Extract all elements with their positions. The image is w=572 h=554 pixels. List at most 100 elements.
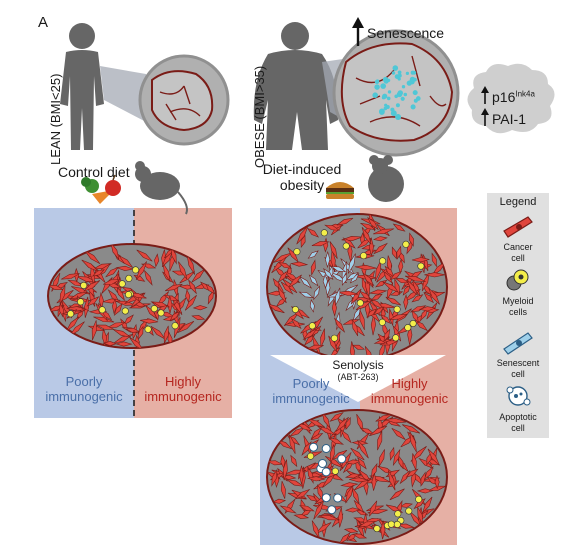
myeloid-cell <box>121 307 129 315</box>
cancer-cell <box>423 292 434 304</box>
senescence-label: Senescence <box>367 25 445 41</box>
legend-cancer-line1: Cancer <box>503 242 533 252</box>
diet-induced-label: Diet-induced obesity <box>262 162 342 192</box>
cancer-cell <box>140 318 159 324</box>
cancer-cell <box>188 279 197 295</box>
cancer-cell <box>409 431 417 453</box>
diet-induced-line2: obesity <box>279 177 325 193</box>
senescent-particle <box>394 94 399 99</box>
p16-base: p16 <box>492 89 516 105</box>
cancer-cell <box>411 309 419 324</box>
myeloid-cell <box>118 280 126 288</box>
highly-line1-right: Highly <box>391 376 428 391</box>
senescent-particle <box>397 77 401 81</box>
myeloid-cell <box>77 298 85 306</box>
cancer-cell <box>361 227 372 245</box>
myeloid-cell <box>98 306 106 314</box>
cancer-cell <box>310 259 316 276</box>
cancer-cell <box>320 328 326 348</box>
myeloid-cell <box>373 525 381 533</box>
cancer-cell <box>373 306 385 316</box>
cancer-cell <box>403 293 409 311</box>
myeloid-cell <box>331 467 339 475</box>
cancer-cell <box>406 279 418 296</box>
cancer-cell <box>277 270 289 283</box>
senescent-cell <box>317 269 330 279</box>
cancer-cell <box>277 262 293 269</box>
senolysis-label: Senolysis <box>332 358 384 372</box>
cancer-cell <box>371 473 377 491</box>
myeloid-cell <box>320 229 328 237</box>
p16-label: p16Ink4a <box>492 90 535 104</box>
cancer-cell <box>280 480 286 499</box>
legend-myeloid-line2: cells <box>508 306 527 317</box>
cancer-cell <box>96 324 115 330</box>
cancer-cell <box>125 327 141 333</box>
myeloid-cell <box>125 274 133 282</box>
cancer-cell <box>191 268 206 283</box>
cancer-cell <box>307 227 320 238</box>
cancer-cell <box>329 241 338 259</box>
cancer-cell <box>402 284 411 296</box>
cancer-cell <box>366 308 378 318</box>
diet-induced-line1: Diet-induced <box>262 161 342 177</box>
legend-senescent-line1: Senescent <box>496 358 540 368</box>
senescent-particle <box>374 79 380 85</box>
apoptotic-cell <box>337 454 347 464</box>
cancer-cell <box>391 246 397 260</box>
cancer-cell <box>344 507 361 513</box>
cancer-cell <box>384 418 407 424</box>
legend-cancer-label: Cancer cell <box>487 242 549 264</box>
cancer-cell <box>358 521 376 528</box>
senescent-cell <box>325 250 331 269</box>
cancer-cell <box>352 533 368 539</box>
cancer-cell <box>306 476 326 482</box>
cancer-cell <box>355 300 372 311</box>
cancer-cell <box>350 447 365 461</box>
cancer-cell <box>113 329 131 338</box>
cancer-cell <box>318 515 340 521</box>
senescent-particle <box>395 103 400 108</box>
highly-immunogenic-label-right: Highly immunogenic <box>362 376 457 407</box>
senescent-particle <box>400 96 405 101</box>
cancer-cell <box>186 254 196 275</box>
cancer-cell <box>329 444 335 463</box>
cancer-cell <box>375 279 388 288</box>
cancer-cell <box>84 250 101 265</box>
cancer-cell <box>418 306 437 312</box>
senescent-particle <box>410 70 415 75</box>
legend-cancer-line2: cell <box>511 252 525 263</box>
lean-zoom-cone <box>100 66 150 124</box>
legend-apoptotic-label: Apoptotic cell <box>487 412 549 434</box>
myeloid-cell <box>415 495 423 503</box>
cancer-cell <box>61 273 80 280</box>
myeloid-cell <box>307 452 315 460</box>
cancer-cell <box>294 488 311 500</box>
myeloid-cell-icon <box>506 269 529 291</box>
cancer-cell <box>383 328 391 343</box>
cancer-cell <box>305 494 319 502</box>
senescent-cell <box>322 268 334 280</box>
cancer-cell <box>330 249 336 272</box>
cancer-cell <box>379 340 399 346</box>
poorly-line1-left: Poorly <box>65 374 103 389</box>
cancer-cell <box>368 289 388 295</box>
cancer-cell <box>396 245 402 260</box>
cancer-cell <box>191 315 206 321</box>
senescent-particle <box>374 84 380 90</box>
cancer-cell <box>277 286 287 304</box>
cancer-cell <box>370 293 383 301</box>
senescent-particle <box>382 93 388 99</box>
myeloid-cell <box>171 322 179 330</box>
cancer-cell <box>93 316 115 323</box>
highly-line1-left: Highly <box>164 374 202 389</box>
cancer-cell <box>310 426 323 440</box>
cancer-cell <box>185 289 191 303</box>
cancer-cell <box>138 325 144 340</box>
myeloid-cell <box>394 510 402 518</box>
cancer-cell <box>423 465 434 481</box>
cancer-cell <box>114 341 133 347</box>
senescent-particle <box>406 80 412 86</box>
myeloid-cell <box>308 322 316 330</box>
